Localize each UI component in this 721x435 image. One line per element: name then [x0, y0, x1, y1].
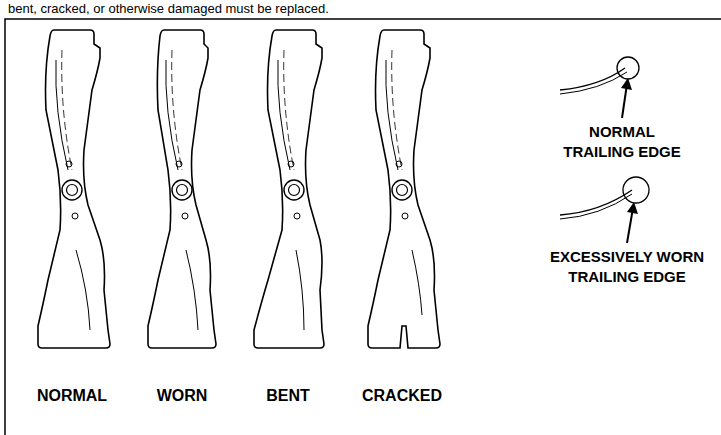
- note-text: bent, cracked, or otherwise damaged must…: [8, 1, 329, 18]
- blade-condition-label: BENT: [233, 386, 343, 407]
- mower-blade: [368, 30, 440, 348]
- blade-condition-label: CRACKED: [342, 386, 462, 407]
- frame: [5, 19, 721, 435]
- edge-condition-label: NORMAL TRAILING EDGE: [555, 122, 690, 161]
- mower-blade: [38, 30, 110, 348]
- blade-condition-label: WORN: [127, 386, 237, 407]
- blade-condition-label: NORMAL: [17, 386, 127, 407]
- edge-condition-label: EXCESSIVELY WORN TRAILING EDGE: [537, 247, 717, 286]
- mower-blade: [254, 30, 324, 348]
- mower-blade: [148, 30, 216, 348]
